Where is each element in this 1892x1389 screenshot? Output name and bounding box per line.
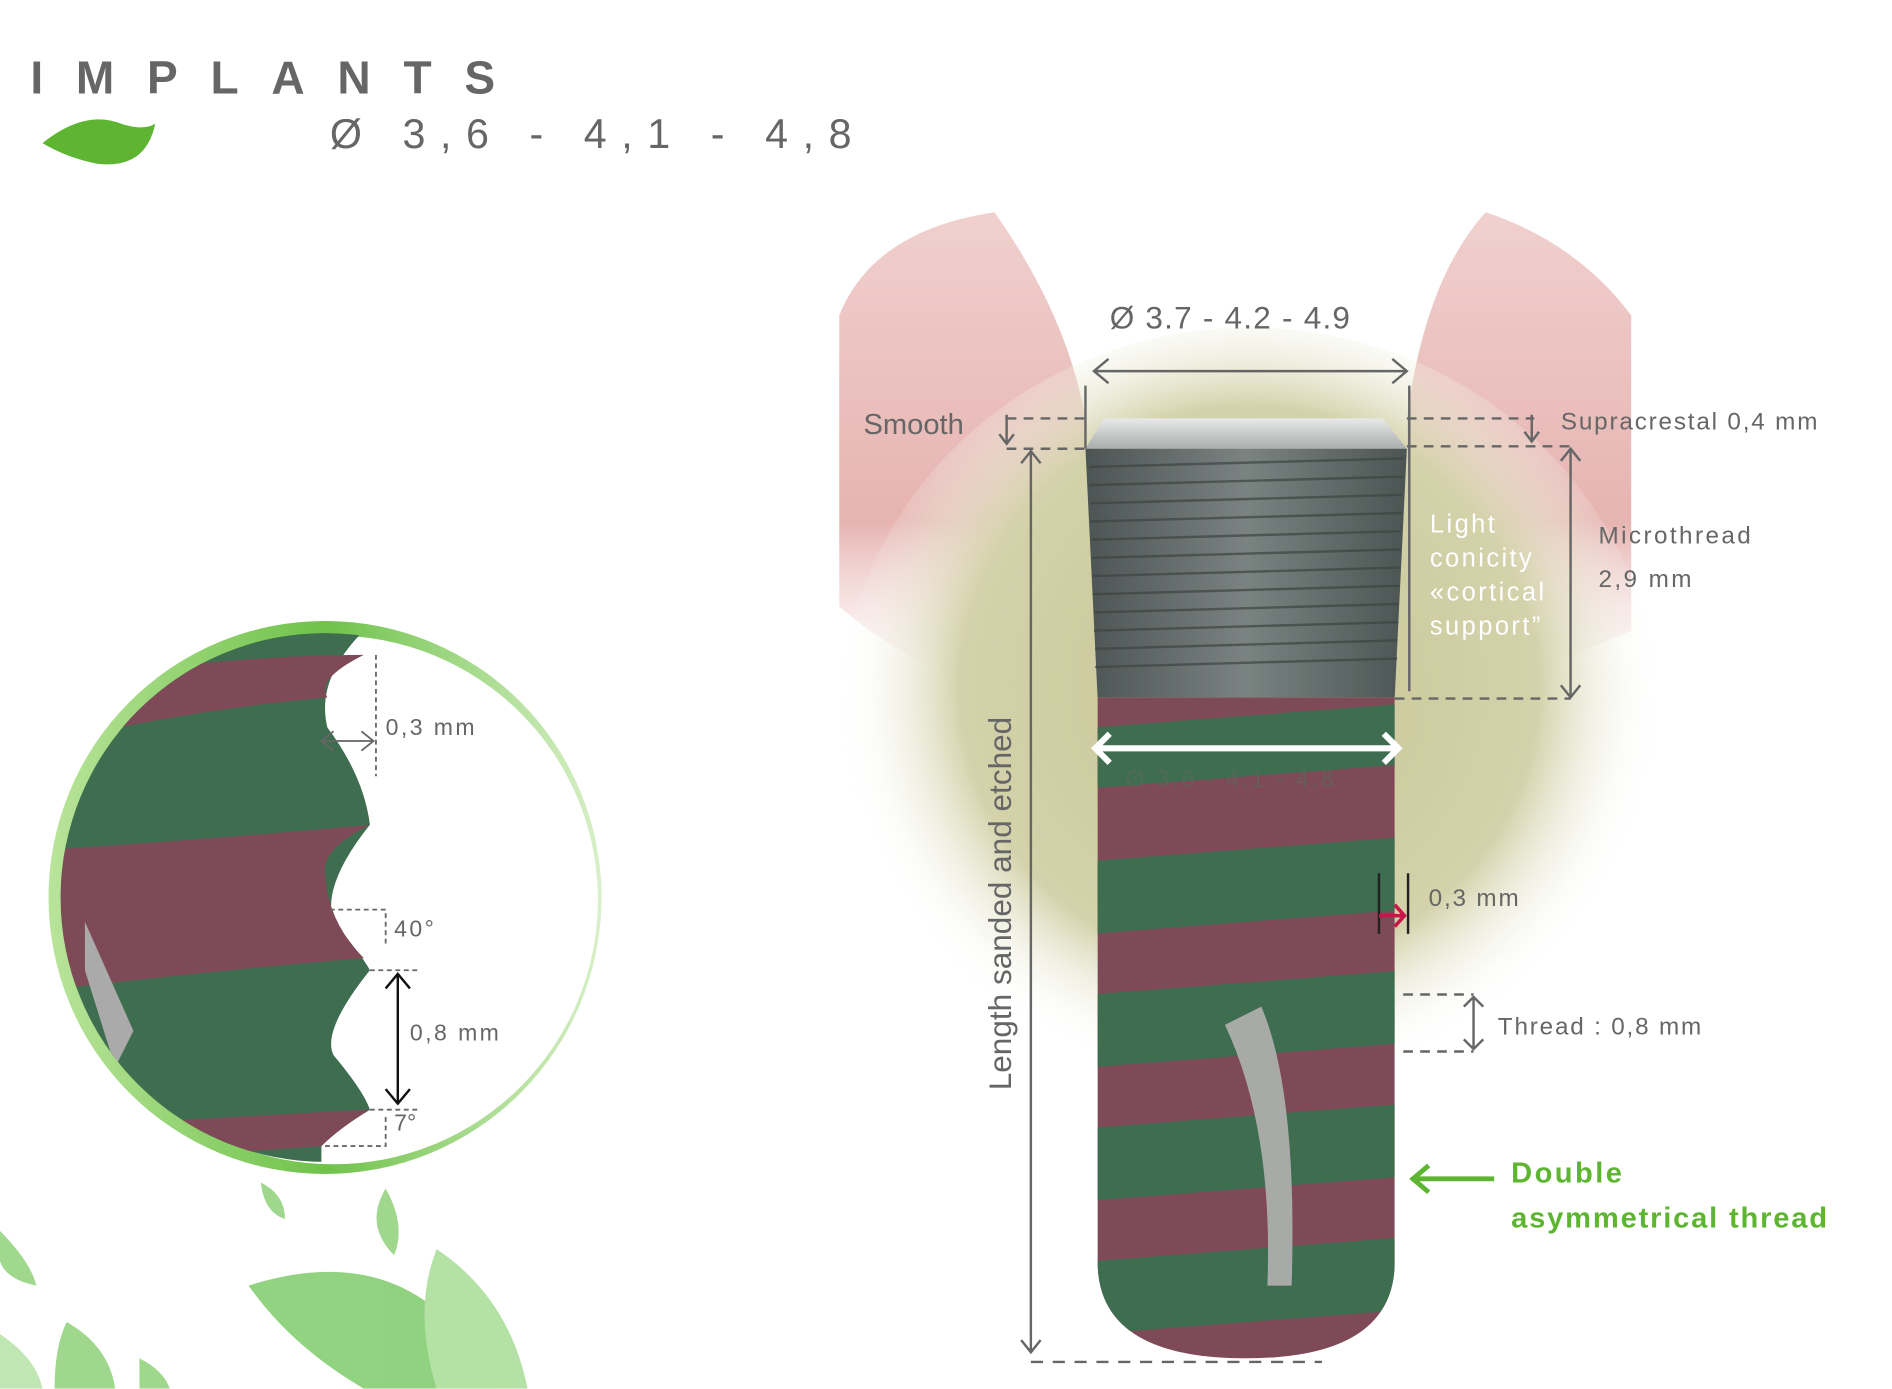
conicity-line: Light <box>1429 510 1498 539</box>
conicity-label: Light conicity «cortical support” <box>1430 508 1547 644</box>
double-thread-arrow <box>1409 1163 1495 1195</box>
asymmetrical-thread-label: asymmetrical thread <box>1511 1201 1829 1235</box>
detail-angle-bottom-label: 7° <box>394 1110 417 1137</box>
detail-pitch-label: 0,8 mm <box>409 1021 502 1047</box>
diameter-range: Ø 3,6 - 4,1 - 4,8 <box>329 111 867 158</box>
microthread-length: 2,9 mm <box>1598 566 1694 594</box>
conicity-line: conicity <box>1429 544 1535 573</box>
decorative-leaves <box>0 1182 528 1389</box>
top-diameter-label: Ø 3.7 - 4.2 - 4.9 <box>1109 299 1352 336</box>
length-label: Length sanded and etched <box>981 716 1019 1091</box>
supracrestal-label: Supracrestal 0,4 mm <box>1560 408 1820 436</box>
thread-detail-circle <box>48 620 602 1174</box>
double-label: Double <box>1511 1157 1625 1190</box>
thread-pitch-label: Thread : 0,8 mm <box>1497 1013 1704 1041</box>
conicity-line: support” <box>1429 612 1543 641</box>
body-diameter-label: Ø 3.6 - 4.1 - 4.8 <box>1125 766 1337 794</box>
detail-angle-top-label: 40° <box>394 916 437 943</box>
microthread-label: Microthread <box>1598 522 1754 550</box>
implant <box>1085 418 1407 1359</box>
page-title: IMPLANTS <box>30 53 528 105</box>
leaf-logo <box>42 119 156 165</box>
smooth-label: Smooth <box>863 408 964 442</box>
conicity-line: «cortical <box>1429 578 1547 607</box>
detail-depth-label: 0,3 mm <box>385 715 478 742</box>
thread-depth-label: 0,3 mm <box>1428 885 1521 913</box>
